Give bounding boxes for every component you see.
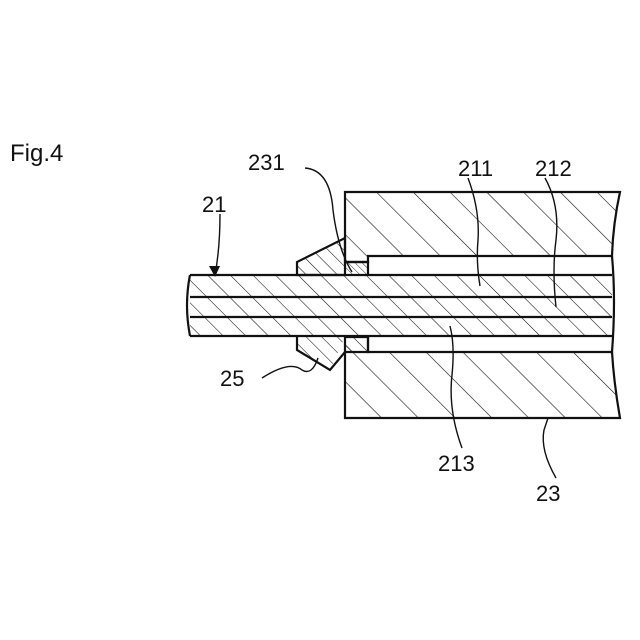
label-231: 231 [248,150,285,175]
adhesive-231-gap [345,262,368,275]
label-25: 25 [220,366,244,391]
leader-25 [262,358,318,378]
label-23: 23 [536,481,560,506]
fiber-layer-212 [190,297,612,317]
label-211: 211 [458,156,493,181]
ferrule-lower-block [345,337,620,418]
figure-label: Fig.4 [10,140,63,167]
fiber-layer-213 [190,317,612,336]
leader-21 [215,214,220,275]
leader-23 [543,418,556,478]
label-21: 21 [202,192,226,217]
ferrule-upper-block [345,192,620,262]
resin-upper-fillet [297,238,345,275]
label-213: 213 [438,451,475,476]
fiber-layer-211 [190,275,612,297]
label-212: 212 [535,156,572,181]
